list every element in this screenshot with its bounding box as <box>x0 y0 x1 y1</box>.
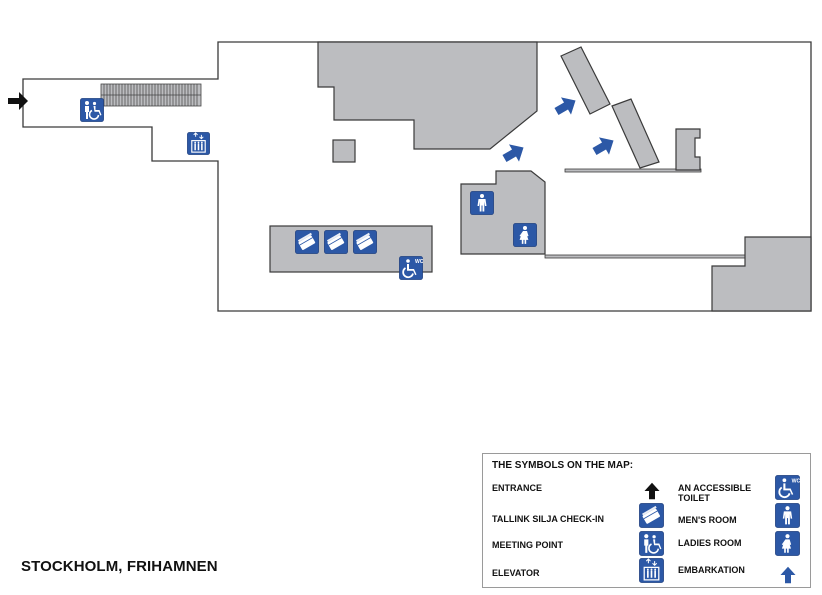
room-gate-1 <box>560 46 611 115</box>
entrance-arrow-icon <box>8 92 28 110</box>
room-main-block <box>317 41 538 150</box>
embarkation-arrow-icon <box>780 566 796 584</box>
elevator-icon <box>187 132 210 155</box>
map-legend: THE SYMBOLS ON THE MAP: ENTRANCE TALLINK… <box>482 453 811 588</box>
legend-label-entrance: ENTRANCE <box>492 483 543 493</box>
legend-label-elevator: ELEVATOR <box>492 568 540 578</box>
corridor-wall-upper <box>564 168 702 173</box>
legend-label-ladies-room: LADIES ROOM <box>678 538 742 548</box>
legend-label-embarkation: EMBARKATION <box>678 565 745 575</box>
legend-label-check-in: TALLINK SILJA CHECK-IN <box>492 514 604 524</box>
mens-room-icon <box>470 191 494 215</box>
room-corner <box>711 236 812 312</box>
accessible-toilet-icon <box>775 475 800 500</box>
accessible-toilet-icon <box>399 256 423 280</box>
check-in-ticket-icon <box>639 503 664 528</box>
legend-label-accessible-toilet: AN ACCESSIBLE TOILET <box>678 483 751 503</box>
room-kiosk <box>675 128 701 171</box>
meeting-point-icon <box>80 98 104 122</box>
location-title: STOCKHOLM, FRIHAMNEN <box>21 558 218 575</box>
corridor-wall-lower <box>544 254 746 259</box>
legend-label-meeting-point: MEETING POINT <box>492 540 564 550</box>
legend-label-mens-room: MEN'S ROOM <box>678 515 737 525</box>
legend-title: THE SYMBOLS ON THE MAP: <box>492 460 634 471</box>
check-in-ticket-icon <box>295 230 319 254</box>
ladies-room-icon <box>513 223 537 247</box>
escalator <box>100 83 202 107</box>
check-in-ticket-icon <box>353 230 377 254</box>
floor-plan-map: WC <box>8 41 812 312</box>
elevator-icon <box>639 558 664 583</box>
legend-label-line: TOILET <box>678 493 710 503</box>
check-in-ticket-icon <box>324 230 348 254</box>
legend-label-line: AN ACCESSIBLE <box>678 483 752 493</box>
room-pillar <box>332 139 356 163</box>
ladies-room-icon <box>775 531 800 556</box>
mens-room-icon <box>775 503 800 528</box>
meeting-point-icon <box>639 531 664 556</box>
room-gate-2 <box>611 98 660 169</box>
entrance-arrow-icon <box>644 482 660 500</box>
